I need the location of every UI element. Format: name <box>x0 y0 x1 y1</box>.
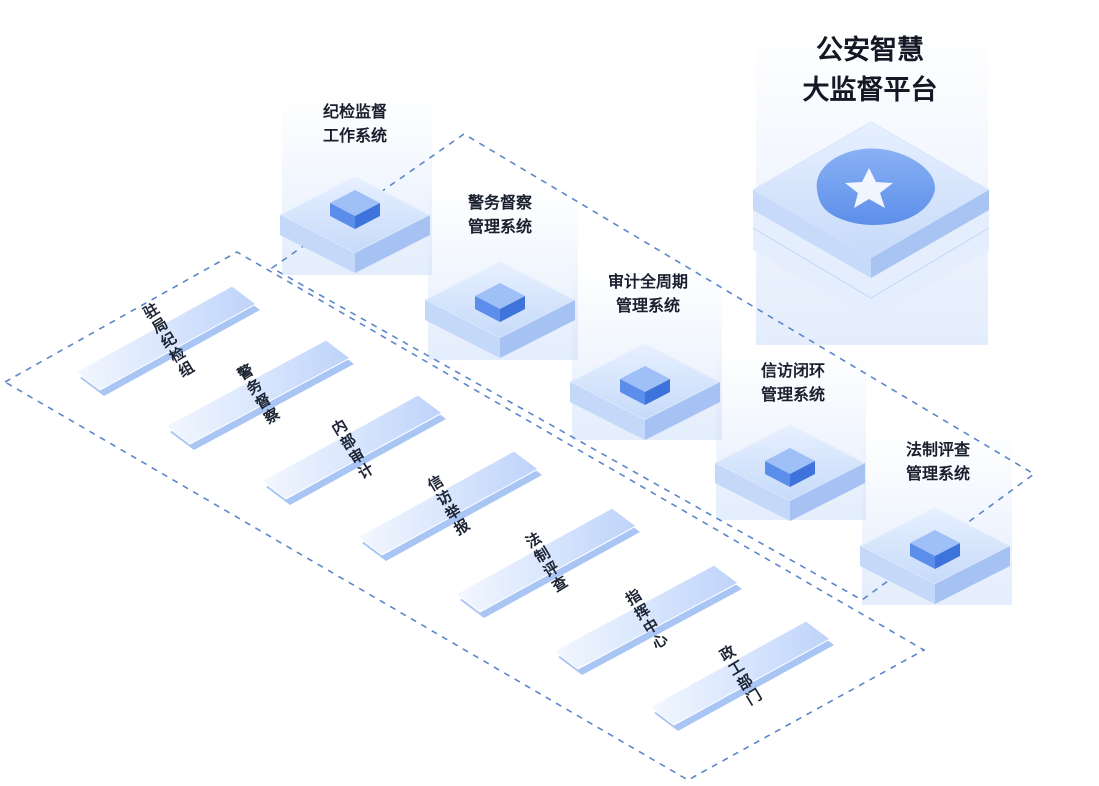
department-plate-7 <box>649 620 834 731</box>
shield-icon <box>816 148 935 225</box>
system-label-line2: 管理系统 <box>615 298 680 315</box>
department-plate-2 <box>165 339 354 450</box>
system-label-line2: 管理系统 <box>467 219 532 236</box>
system-label-line1: 审计全周期 <box>607 274 688 291</box>
system-label-line1: 纪检监督 <box>322 104 387 121</box>
cube-icon <box>765 448 815 487</box>
system-label-line2: 管理系统 <box>760 387 825 404</box>
system-label-3: 审计全周期 管理系统 <box>578 271 718 319</box>
system-label-1: 纪检监督 工作系统 <box>285 101 425 149</box>
systems-frame <box>270 133 1036 601</box>
cube-icon <box>910 530 960 569</box>
platform-title: 公安智慧 大监督平台 <box>760 30 980 110</box>
system-label-line1: 信访闭环 <box>760 363 825 380</box>
system-label-line2: 管理系统 <box>905 466 970 483</box>
department-plate-1 <box>75 285 260 396</box>
cube-icon <box>475 283 525 322</box>
department-plate-5 <box>455 507 640 618</box>
department-label-7: 政工部门 <box>715 642 765 709</box>
department-label-4: 信访举报 <box>423 472 473 539</box>
departments-frame <box>3 251 926 781</box>
platform-title-line1: 公安智慧 <box>816 35 924 65</box>
system-label-line2: 工作系统 <box>322 128 387 145</box>
department-label-6: 指挥中心 <box>621 586 671 653</box>
system-label-2: 警务督察 管理系统 <box>430 192 570 240</box>
department-plate-6 <box>553 564 742 675</box>
system-label-5: 法制评查 管理系统 <box>868 439 1008 487</box>
department-label-5: 法制评查 <box>521 529 571 596</box>
cube-icon <box>620 366 670 405</box>
system-label-line1: 警务督察 <box>467 195 532 212</box>
department-label-3: 内部审计 <box>327 416 377 483</box>
platform-title-line2: 大监督平台 <box>802 75 938 105</box>
department-plate-4 <box>357 450 542 561</box>
cube-icon <box>330 190 380 229</box>
system-label-4: 信访闭环 管理系统 <box>723 360 863 408</box>
department-plate-3 <box>261 394 446 505</box>
department-label-1: 驻局纪检组 <box>139 300 197 382</box>
department-label-2: 警务督察 <box>233 361 283 428</box>
system-label-line1: 法制评查 <box>905 442 970 459</box>
